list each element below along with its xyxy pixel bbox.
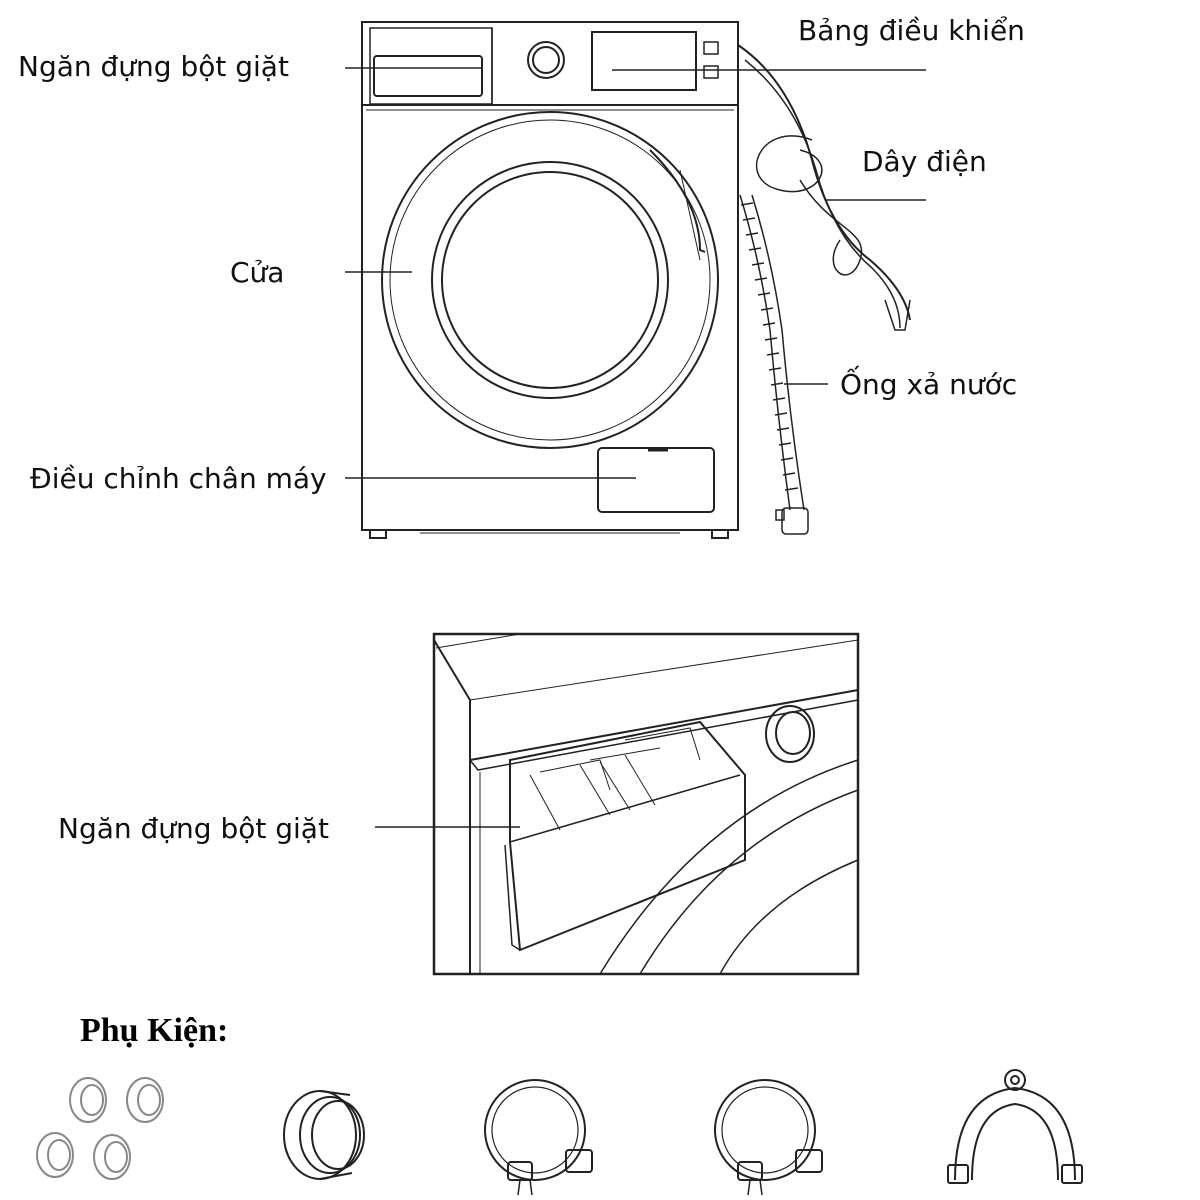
accessories-heading: Phụ Kiện:	[80, 1012, 229, 1049]
label-detergent-drawer: Ngăn đựng bột giặt	[18, 50, 289, 83]
drain-hose	[739, 194, 809, 535]
display-panel	[591, 31, 697, 91]
label-control-panel: Bảng điều khiển	[798, 14, 1025, 47]
label-door: Cửa	[230, 256, 285, 289]
leader-lines	[345, 67, 926, 479]
machine-foot	[369, 529, 387, 539]
accessory-inlet-hose	[714, 1079, 823, 1196]
program-knob	[527, 41, 565, 79]
drawer-detail-illustration	[375, 632, 860, 976]
accessory-inlet-hose	[484, 1079, 593, 1196]
detergent-drawer	[373, 55, 483, 97]
washing-machine	[345, 21, 926, 539]
machine-foot	[711, 529, 729, 539]
machine-body	[361, 21, 739, 531]
detail-knob	[765, 705, 815, 763]
label-power-cord: Dây điện	[862, 145, 987, 178]
accessory-seal-ring	[283, 1090, 365, 1180]
door	[381, 111, 719, 449]
label-detergent-drawer-detail: Ngăn đựng bột giặt	[58, 812, 329, 845]
detergent-drawer-open	[504, 720, 746, 952]
label-foot-adjust: Điều chỉnh chân máy	[30, 462, 327, 495]
accessory-u-bend-hook	[947, 1069, 1083, 1184]
filter-cover	[597, 447, 715, 513]
accessory-caps	[36, 1077, 164, 1180]
label-drain-hose: Ống xả nước	[840, 368, 1018, 401]
detail-frame	[432, 632, 860, 976]
door-glass	[431, 161, 669, 399]
